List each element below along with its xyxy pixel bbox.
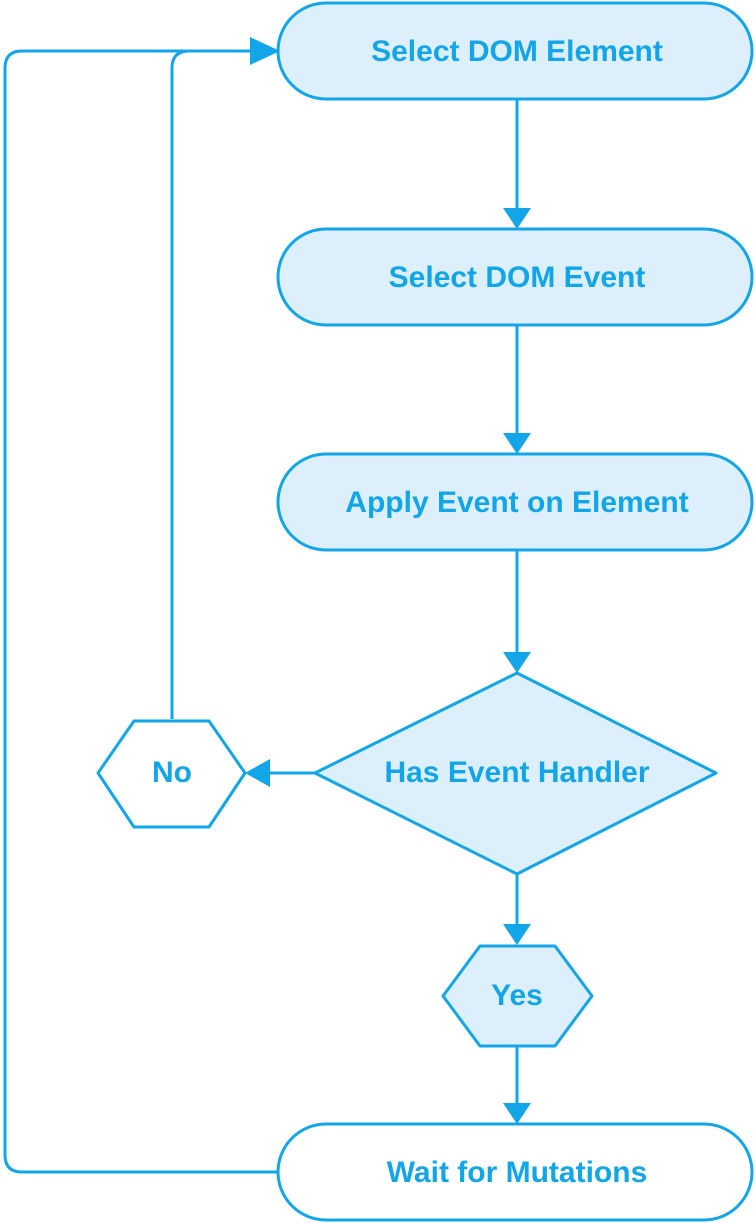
node-label-has-event-handler: Has Event Handler (384, 756, 649, 789)
arrowhead-into-no (245, 759, 270, 787)
node-select-dom-event[interactable]: Select DOM Event (276, 227, 754, 327)
node-label-apply-event-on-element: Apply Event on Element (345, 486, 688, 519)
node-label-branch-no: No (152, 756, 192, 789)
arrowhead-into-wait-for-mutations (503, 1103, 531, 1124)
node-shape-rounded-rect (276, 227, 754, 327)
node-label-branch-yes: Yes (491, 979, 543, 1012)
node-label-select-dom-element: Select DOM Element (371, 35, 663, 68)
node-shape-diamond (313, 671, 718, 876)
node-label-select-dom-event: Select DOM Event (389, 261, 646, 294)
node-wait-for-mutations[interactable]: Wait for Mutations (276, 1122, 754, 1222)
arrowhead-into-select-dom-event (503, 208, 531, 229)
arrowhead-into-has-event-handler (503, 652, 531, 673)
edge-no-to-select-dom-element (170, 49, 250, 719)
node-branch-no[interactable]: No (96, 719, 247, 829)
arrowhead-into-apply-event (503, 433, 531, 454)
node-shape-rounded-rect (276, 452, 754, 552)
node-branch-yes[interactable]: Yes (441, 944, 594, 1048)
arrowhead-into-yes (503, 924, 531, 945)
edge-wait-to-select-dom-element (3, 49, 278, 1174)
node-shape-rounded-rect (276, 1122, 754, 1222)
node-shape-hexagon (96, 719, 247, 829)
nodes-layer: Select DOM Element Select DOM Event Appl… (96, 1, 754, 1222)
node-apply-event-on-element[interactable]: Apply Event on Element (276, 452, 754, 552)
edges-layer (3, 37, 531, 1174)
node-shape-rounded-rect (276, 1, 754, 101)
node-label-wait-for-mutations: Wait for Mutations (387, 1156, 648, 1189)
arrowhead-into-select-dom-element (250, 37, 280, 65)
node-select-dom-element[interactable]: Select DOM Element (276, 1, 754, 101)
node-has-event-handler[interactable]: Has Event Handler (313, 671, 718, 876)
node-shape-hexagon (441, 944, 594, 1048)
